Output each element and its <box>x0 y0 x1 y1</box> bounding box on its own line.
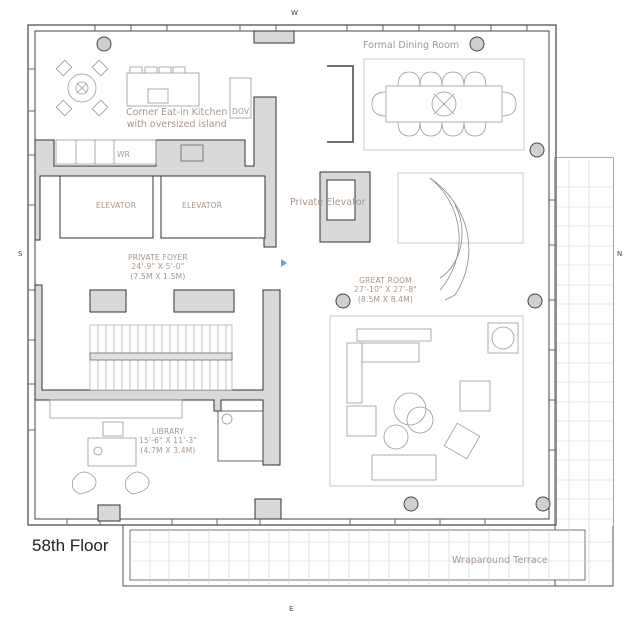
main-staircase <box>89 324 233 391</box>
private-elevator-label: Private Elevator <box>290 197 366 208</box>
elevator-1-label: ELEVATOR <box>96 201 137 210</box>
foyer-name: PRIVATE FOYER <box>128 253 188 262</box>
library-furniture <box>49 399 264 495</box>
kitchen-label-line1: Corner Eat-in Kitchen <box>126 107 228 118</box>
great-room-furniture <box>329 315 524 487</box>
exterior-walls <box>27 24 557 526</box>
great-room-name: GREAT ROOM <box>359 276 412 285</box>
foyer-label: PRIVATE FOYER 24'-9" X 5'-0" (7.5M X 1.5… <box>128 253 188 281</box>
compass-west: W <box>291 9 298 17</box>
kitchen-label: Corner Eat-in Kitchen with oversized isl… <box>126 107 227 131</box>
you-are-here-marker <box>281 259 287 267</box>
dov-label: DOV <box>232 107 250 116</box>
kitchen-label-line2: with oversized island <box>126 118 227 130</box>
great-room-dim-imperial: 27'-10" X 27'-8" <box>354 285 417 295</box>
elevator-2-label: ELEVATOR <box>182 201 223 210</box>
great-room-dim-metric: (8.5M X 8.4M) <box>357 294 414 304</box>
wr-label: WR <box>117 150 131 159</box>
columns <box>96 36 551 512</box>
library-name: LIBRARY <box>151 427 185 436</box>
spiral-staircase <box>397 172 524 301</box>
library-label: LIBRARY 15'-6" X 11'-3" (4.7M X 3.4M) <box>139 427 197 455</box>
floor-title: 58th Floor <box>32 536 109 555</box>
compass-north: N <box>617 250 623 258</box>
terrace-grid <box>130 160 613 586</box>
great-room-label: GREAT ROOM 27'-10" X 27'-8" (8.5M X 8.4M… <box>354 276 417 304</box>
dining-furniture <box>327 58 525 151</box>
terrace-label: Wraparound Terrace <box>452 555 548 566</box>
compass-east: E <box>289 605 294 613</box>
library-dim-metric: (4.7M X 3.4M) <box>140 445 196 455</box>
compass-south: S <box>18 250 23 258</box>
window-mullions <box>28 25 556 525</box>
kitchen-furniture <box>55 59 252 165</box>
library-dim-imperial: 15'-6" X 11'-3" <box>139 436 197 446</box>
foyer-dim-imperial: 24'-9" X 5'-0" <box>131 262 185 272</box>
interior-walls <box>34 30 371 522</box>
foyer-dim-metric: (7.5M X 1.5M) <box>130 271 186 281</box>
dining-room-label: Formal Dining Room <box>363 40 460 51</box>
